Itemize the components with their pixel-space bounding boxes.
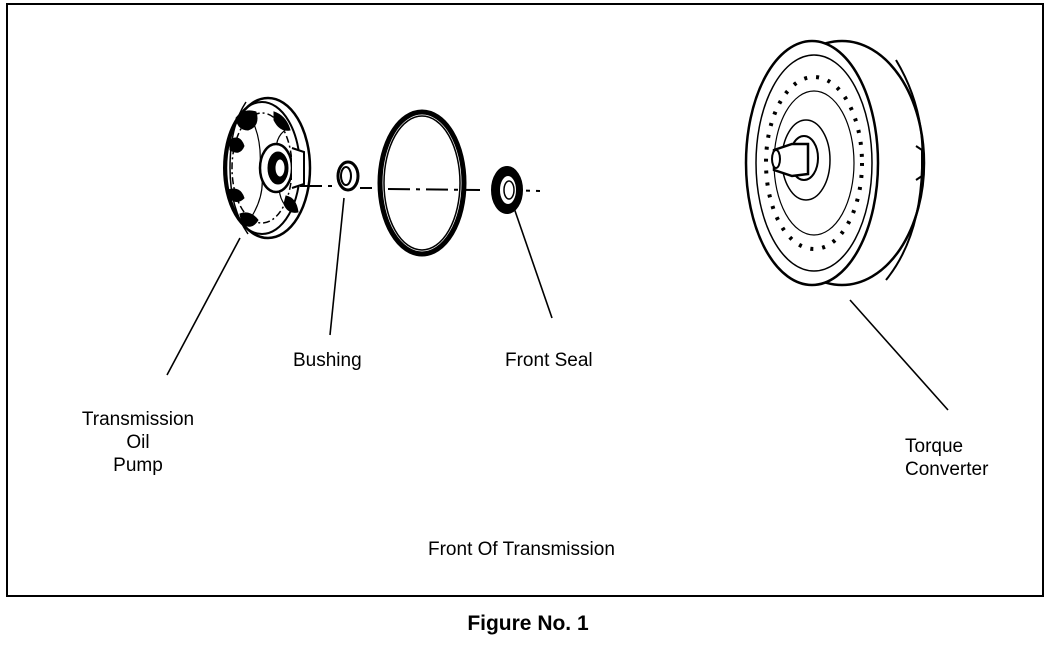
label-pump-line3: Pump — [113, 455, 163, 476]
label-pump-line1: Transmission — [81, 409, 195, 430]
torque-converter — [744, 39, 926, 287]
label-torque-converter: Torque Converter — [905, 435, 988, 481]
label-bushing: Bushing — [293, 350, 362, 371]
figure-subtitle: Front Of Transmission — [428, 539, 615, 560]
label-transmission-oil-pump: Transmission Oil Pump — [66, 408, 210, 477]
label-converter-line2: Converter — [905, 459, 989, 480]
label-front-seal: Front Seal — [505, 350, 593, 371]
bushing — [336, 160, 360, 192]
diagram-frame — [6, 3, 1044, 597]
label-pump-line2: Oil — [126, 432, 150, 453]
figure-caption: Figure No. 1 — [467, 612, 589, 635]
transmission-oil-pump — [223, 96, 312, 240]
center-line — [300, 185, 541, 192]
front-seal — [491, 166, 523, 214]
pump-o-ring — [377, 109, 467, 257]
label-converter-line1: Torque — [905, 436, 964, 457]
leader-lines — [166, 197, 949, 411]
